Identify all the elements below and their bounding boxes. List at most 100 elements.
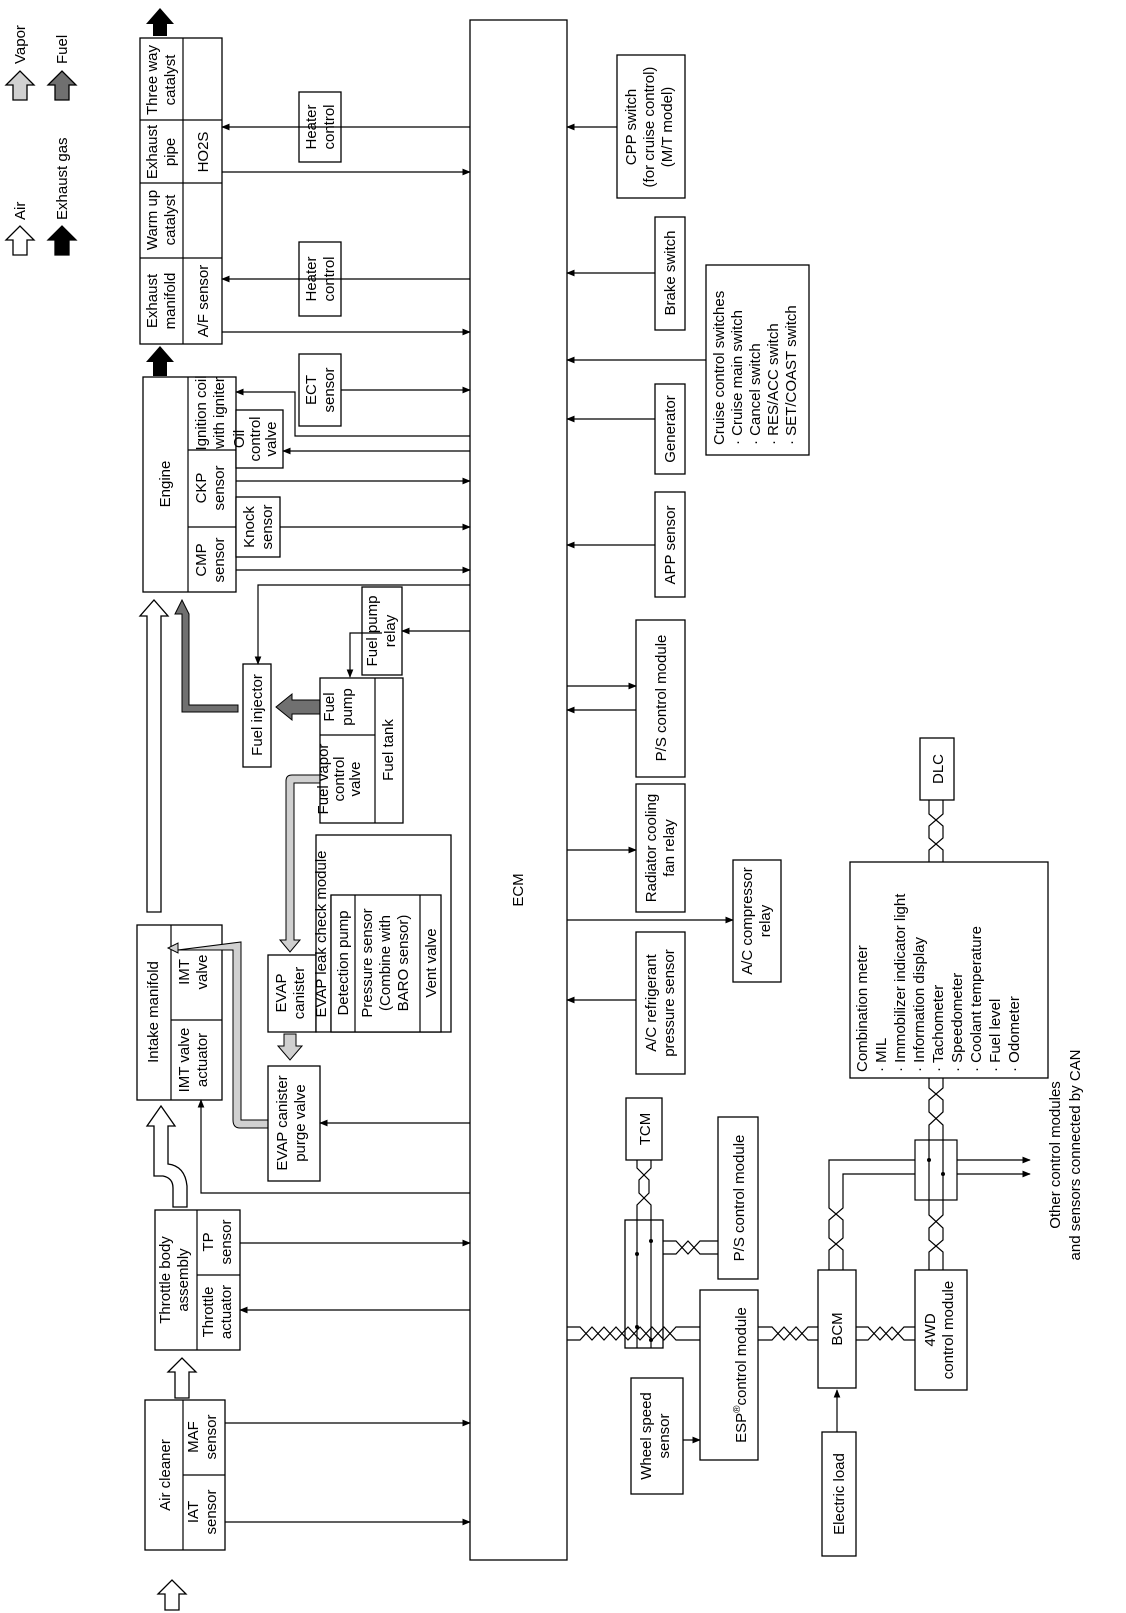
fuel-vapor-control-valve: Fuel vaporcontrolvalve: [315, 744, 364, 815]
ect-sensor: ECTsensor: [298, 353, 342, 427]
air-intake-arrow: [156, 1579, 188, 1611]
evap-canister: EVAPcanister: [273, 967, 308, 1020]
app-sensor-label: APP sensor: [662, 506, 679, 585]
vapor-path-tank-canister: [278, 774, 321, 953]
ho2s: HO2S: [195, 132, 212, 173]
fuel-tank: Fuelpump Fuel vaporcontrolvalve Fuel tan…: [315, 677, 404, 824]
imt-valve: IMTvalve: [176, 954, 211, 989]
svg-text:ESP®control module: ESP®control module: [732, 1307, 750, 1443]
combination-meter: Combination meter· MIL· Immobilizer indi…: [849, 861, 1049, 1079]
brake-switch: Brake switch: [654, 216, 686, 331]
throttle-body-title: Throttle bodyassembly: [157, 1236, 192, 1324]
ac-compressor-relay: A/C compressorrelay: [732, 859, 782, 983]
cruise-control-switches: Cruise control switches· Cruise main swi…: [705, 264, 810, 456]
exhaust-system: Exhaustmanifold A/F sensor Warm upcataly…: [139, 37, 223, 345]
af-sensor: A/F sensor: [195, 265, 212, 338]
legend-vapor: Vapor: [12, 25, 29, 64]
vent-valve: Vent valve: [423, 928, 440, 997]
dlc-label: DLC: [930, 754, 947, 784]
svg-text:Cruise control switches· Cruis: Cruise control switches· Cruise main swi…: [711, 291, 800, 445]
exhaust-pipe: Exhaustpipe: [144, 124, 179, 179]
ignition-coil: Ignition coilwith igniter: [193, 375, 228, 450]
intake-manifold-title: Intake manifold: [145, 961, 162, 1063]
svg-text:A/C compressorrelay: A/C compressorrelay: [739, 867, 774, 975]
svg-text:Combination meter· MIL· Immobi: Combination meter· MIL· Immobilizer indi…: [854, 893, 1023, 1072]
fuel-arrow-icon: [46, 70, 78, 101]
exhaust-manifold: Exhaustmanifold: [144, 273, 179, 330]
fuel-tank-title: Fuel tank: [380, 719, 397, 781]
ps-control-module-label: P/S control module: [653, 635, 670, 762]
imt-valve-actuator: IMT valveactuator: [176, 1028, 211, 1093]
generator-label: Generator: [662, 395, 679, 463]
legend: Air Exhaust gas Vapor Fuel: [4, 25, 78, 256]
svg-text:CPP switch(for cruise control): CPP switch(for cruise control)(M/T model…: [623, 67, 676, 188]
fuel-arrow-pump-injector: [275, 692, 321, 722]
evap-canister-purge-valve: EVAP canisterpurge valve: [267, 1065, 321, 1182]
tp-sensor: TPsensor: [200, 1219, 235, 1264]
ps-control-module-can-label: P/S control module: [731, 1135, 748, 1262]
svg-text:A/C refrigerantpressure sensor: A/C refrigerantpressure sensor: [643, 949, 678, 1057]
tcm-label: TCM: [637, 1113, 654, 1146]
electric-load-label: Electric load: [831, 1453, 848, 1535]
three-way-catalyst: Three waycatalyst: [144, 44, 179, 115]
legend-fuel: Fuel: [54, 35, 71, 64]
evap-canister-group: EVAPcanister: [267, 954, 317, 1033]
bcm: BCM: [817, 1269, 857, 1389]
maf-sensor: MAFsensor: [185, 1414, 220, 1459]
radiator-cooling-fan-relay: Radiator coolingfan relay: [635, 783, 686, 913]
wheel-speed-sensor: Wheel speedsensor: [630, 1377, 684, 1495]
brake-switch-label: Brake switch: [662, 230, 679, 315]
exhaust-arrow-icon: [46, 225, 78, 256]
svg-text:Oilcontrolvalve: Oilcontrolvalve: [231, 416, 280, 461]
ecm-box: [469, 19, 568, 1561]
electric-load: Electric load: [821, 1431, 857, 1557]
air-cleaner: Air cleaner IATsensor MAFsensor: [144, 1399, 226, 1551]
warmup-catalyst: Warm upcatalyst: [144, 190, 179, 250]
air-arrow-cleaner-throttle: [166, 1357, 198, 1399]
legend-air: Air: [12, 202, 29, 220]
cmp-sensor: CMPsensor: [193, 537, 228, 582]
oil-control-valve: Oilcontrolvalve: [231, 409, 284, 469]
vapor-path-purge-manifold: [166, 941, 269, 1129]
ps-control-module-can: P/S control module: [717, 1116, 759, 1280]
iat-sensor: IATsensor: [185, 1489, 220, 1534]
ckp-sensor: CKPsensor: [193, 465, 228, 510]
can-network-wires: [567, 800, 1031, 1349]
bcm-label: BCM: [829, 1312, 846, 1345]
generator: Generator: [654, 383, 686, 475]
vapor-arrow-canister-purge: [276, 1033, 304, 1061]
vapor-arrow-icon: [4, 70, 36, 101]
ps-control-module: P/S control module: [635, 619, 686, 778]
air-arrow-throttle-manifold: [145, 1104, 188, 1208]
evap-leak-check-title: EVAP leak check module: [313, 850, 330, 1017]
svg-text:Knocksensor: Knocksensor: [241, 504, 276, 549]
svg-text:Radiator coolingfan relay: Radiator coolingfan relay: [643, 794, 678, 902]
air-arrow-icon: [4, 225, 36, 256]
ecm-label: ECM: [510, 873, 527, 906]
svg-text:EVAP canisterpurge valve: EVAP canisterpurge valve: [274, 1075, 309, 1170]
exhaust-arrow-out: [146, 8, 174, 36]
app-sensor: APP sensor: [654, 491, 686, 598]
fuel-injector: Fuel injector: [242, 663, 272, 768]
svg-text:Wheel speedsensor: Wheel speedsensor: [638, 1392, 673, 1480]
air-cleaner-title: Air cleaner: [157, 1439, 174, 1511]
pressure-sensor: Pressure sensor(Combine withBARO sensor): [359, 908, 412, 1017]
left-signal-lines: [197, 123, 471, 1526]
4wd-control-module: 4WDcontrol module: [914, 1269, 968, 1391]
tcm: TCM: [625, 1097, 663, 1161]
esp-control-module: ESP®control module: [699, 1289, 759, 1461]
svg-text:ECTsensor: ECTsensor: [303, 367, 338, 412]
knock-sensor: Knocksensor: [235, 496, 281, 558]
right-signal-lines: [566, 123, 734, 1004]
fuel-path-injector-engine: [174, 598, 239, 713]
cpp-switch: CPP switch(for cruise control)(M/T model…: [616, 54, 686, 199]
throttle-actuator: Throttleactuator: [200, 1285, 235, 1339]
legend-exhaust-gas: Exhaust gas: [54, 137, 71, 220]
engine: Engine CMPsensor CKPsensor Ignition coil…: [142, 375, 237, 593]
svg-text:4WDcontrol module: 4WDcontrol module: [922, 1281, 957, 1379]
engine-title: Engine: [157, 461, 174, 508]
throttle-body-assembly: Throttle bodyassembly Throttleactuator T…: [154, 1209, 241, 1351]
